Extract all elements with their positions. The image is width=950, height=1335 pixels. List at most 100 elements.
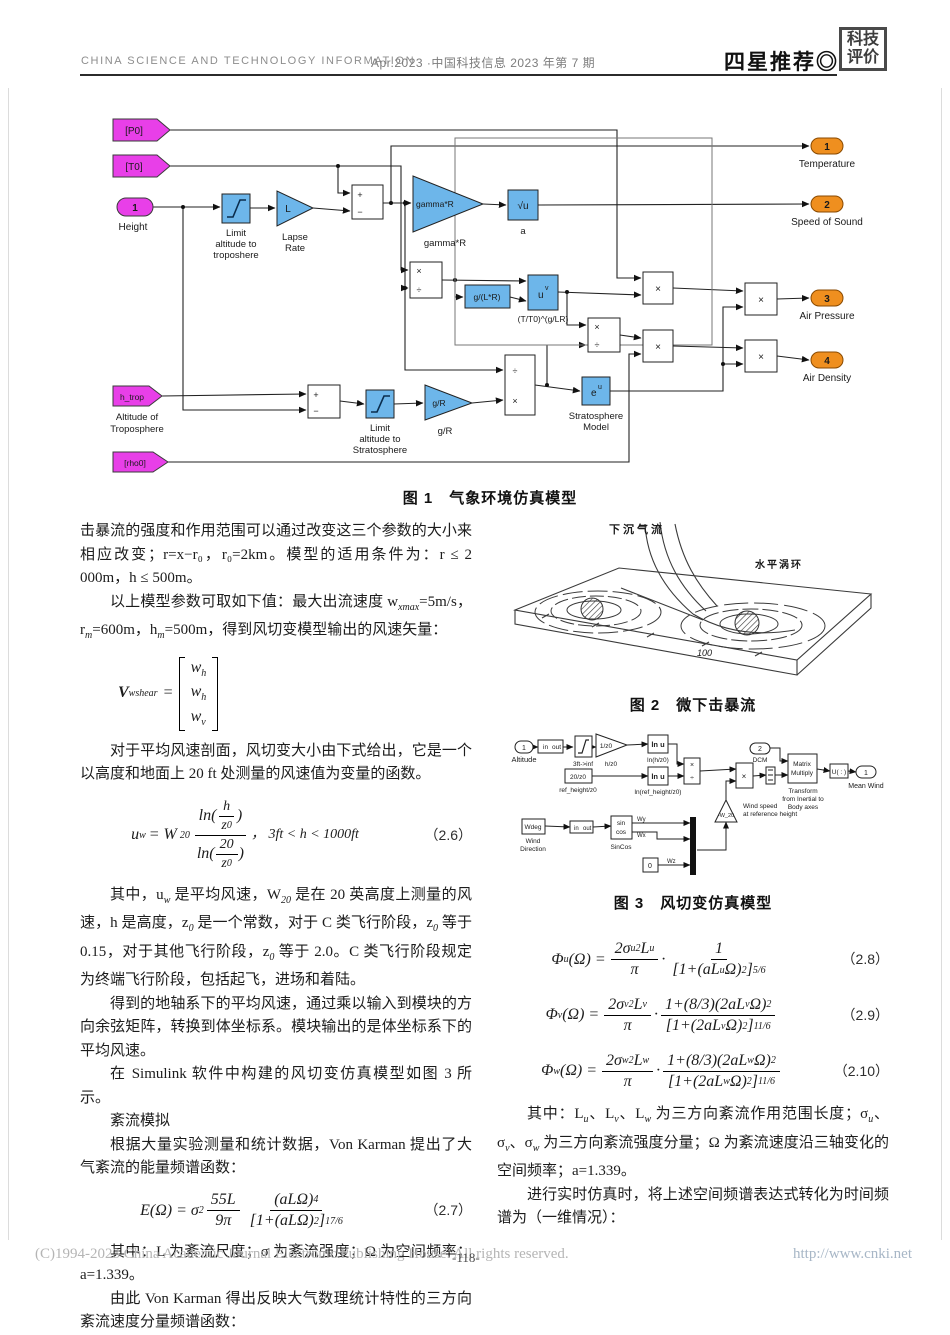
fig3-zero-text: 0: [648, 863, 652, 870]
saturation2-label-2: altitude to: [359, 434, 400, 445]
paragraph: 由此 Von Karman 得出反映大气数理统计特性的三方向紊流速度分量频谱函数…: [80, 1290, 472, 1331]
fig2-label-100: 100: [697, 648, 712, 658]
sqrt-block-label: a: [520, 226, 526, 237]
fig3-sat-label: 3ft->inf: [573, 761, 593, 768]
gain-gamma-r-label: gamma*R: [424, 238, 466, 249]
sum-block-2: + −: [307, 384, 341, 419]
fig3-const1-label: ref_height/z0: [559, 787, 597, 794]
paragraph: 对于平均风速剖面，风切变大小由下式给出，它是一个以高度和地面上 20 ft 处测…: [80, 742, 472, 783]
paragraph: 击暴流的强度和作用范围可以通过改变这三个参数的大小来相应改变；r=x−r₀，r₀…: [80, 523, 472, 586]
fig3-wy-label: Wy: [637, 817, 646, 823]
fig3-gain-w20-text: -W_20: [718, 813, 734, 819]
fig3-ln1-text: ln u: [651, 740, 665, 749]
outport-pressure-label: Air Pressure: [799, 311, 854, 322]
sum1-plus-sign: +: [357, 190, 362, 200]
gain-gamma-r-text: gamma*R: [416, 199, 454, 209]
outport-speed-number: 2: [824, 200, 830, 211]
journal-issue: Apr.2023 ·中国科技信息 2023 年第 7 期: [371, 56, 596, 70]
from-tag-htrop: h_trop Altitude of Troposphere: [110, 385, 164, 435]
fig3-wz-label: Wz: [667, 859, 676, 865]
saturation1-label-3: troposhere: [213, 250, 258, 261]
fig3-ln1-label: ln(h/z0): [647, 757, 669, 764]
exp-block-label-1: Stratosphere: [569, 411, 623, 422]
saturation-block-stratosphere: Limit altitude to Stratosphere: [353, 389, 407, 456]
equation-number: （2.7）: [424, 1202, 472, 1219]
outport-temperature-label: Temperature: [799, 159, 856, 170]
equation-number: （2.10）: [833, 1062, 889, 1079]
fig3-gain1-text: 1/z0: [600, 743, 613, 750]
saturation2-label-3: Stratosphere: [353, 445, 407, 456]
fig3-mux-bar: [690, 817, 696, 875]
outport-density-label: Air Density: [803, 373, 851, 384]
gain-lapse-rate-text: L: [285, 204, 291, 215]
vector-symbol: V: [118, 684, 129, 702]
sum2-minus-sign: −: [313, 406, 318, 416]
fig3-mm-label3: Body axes: [788, 804, 819, 811]
product2-times: ×: [594, 322, 599, 332]
fig3-sincos-sin: sin: [617, 820, 626, 827]
fig3-wires: [531, 741, 857, 868]
saturation1-label-2: altitude to: [215, 239, 256, 250]
product-block-b: ×: [744, 282, 778, 316]
fig3-wdeg-label2: Direction: [520, 846, 546, 853]
fig2-vortex-right: [680, 602, 826, 650]
product1-times: ×: [416, 266, 421, 276]
goto-tag-p0-label: [P0]: [125, 126, 143, 137]
saturation1-label-1: Limit: [226, 228, 246, 239]
product-block-2: × ÷: [587, 317, 621, 353]
fig3-prod2-times: ×: [742, 772, 747, 781]
fig2-downdraft: [620, 521, 796, 634]
page-footer: (C)1994-2023 China Academic Journal Elec…: [35, 1246, 912, 1263]
fig3-blocks: 1 Altitude in out 3ft->inf 1/z0 h/z0 ln …: [511, 733, 884, 875]
paragraph: 根据大量实验测量和统计数据，Von Karman 提出了大气紊流的能量频谱函数：: [80, 1136, 472, 1177]
goto-tag-t0-label: [T0]: [125, 162, 142, 173]
gain-lapse-rate-label-2: Rate: [285, 243, 305, 254]
logo-line1: 科技: [846, 31, 879, 48]
fig2-label-ring: 水平涡环: [754, 558, 803, 571]
paragraph: 其中：Lu、Lv、Lw 为三方向紊流作用范围长度；σu、σv、σw 为三方向紊流…: [497, 1106, 890, 1180]
fig2-vortex-left: [534, 590, 662, 634]
fig3-prod1-div: ÷: [690, 775, 694, 782]
fig1-junction-dots: [181, 164, 725, 387]
equation-number: （2.6）: [424, 826, 472, 843]
power-block-base: u: [538, 290, 544, 301]
fig2-label-downdraft: 下沉气流: [609, 522, 665, 536]
figure-1-simulink-model: [P0] [T0] 1 Height Limit altitude to tro…: [95, 108, 885, 486]
paragraph: 其中：L 为紊流尺度；σ 为紊流强度；Ω 为空间频率；a=1.339。: [80, 1243, 472, 1284]
sqrt-block-text: √u: [517, 200, 528, 212]
saturation-block-troposphere: Limit altitude to troposhere: [213, 193, 259, 261]
gain-g-lr: g/(L*R): [464, 284, 511, 309]
sum2-plus-sign: +: [313, 390, 318, 400]
fig3-inout1-out: out: [552, 744, 561, 751]
product-tall-div: ÷: [513, 366, 518, 376]
fig3-inout1-in: in: [543, 744, 548, 751]
cnki-url: http://www.cnki.net: [792, 1246, 912, 1262]
fig3-ln2-label: ln(ref_height/z0): [635, 789, 682, 796]
paragraph: 其中，uw 是平均风速，W20 是在 20 英高度上测量的风速，h 是高度，z0…: [80, 886, 472, 989]
inport-height-label: Height: [119, 222, 148, 233]
fig3-inout2-out: out: [583, 826, 592, 832]
figure-2-caption: 图 2 微下击暴流: [629, 697, 757, 714]
power-block: u v (T/T0)^(g/LR): [518, 274, 569, 324]
product-b-times: ×: [758, 295, 764, 306]
fig3-inport-number: 1: [522, 745, 526, 752]
gain-gamma-r: gamma*R gamma*R: [412, 175, 485, 249]
copyright-notice: (C)1994-2023 China Academic Journal Elec…: [35, 1246, 569, 1262]
figure-3-windshear-model: 1 Altitude in out 3ft->inf 1/z0 h/z0 ln …: [497, 731, 889, 889]
figure-1-caption: 图 1 气象环境仿真模型: [402, 490, 578, 507]
outport-density-number: 4: [824, 356, 830, 367]
figure-3-caption: 图 3 风切变仿真模型: [613, 895, 773, 912]
fig1-subsystem-frame: [454, 137, 713, 346]
gain-g-r-label: g/R: [438, 426, 453, 437]
from-tag-htrop-label: h_trop: [120, 392, 144, 402]
fig3-wx-label: Wx: [637, 833, 646, 839]
left-column: 击暴流的强度和作用范围可以通过改变这三个参数的大小来相应改变；r=x−r₀，r₀…: [80, 520, 472, 1335]
